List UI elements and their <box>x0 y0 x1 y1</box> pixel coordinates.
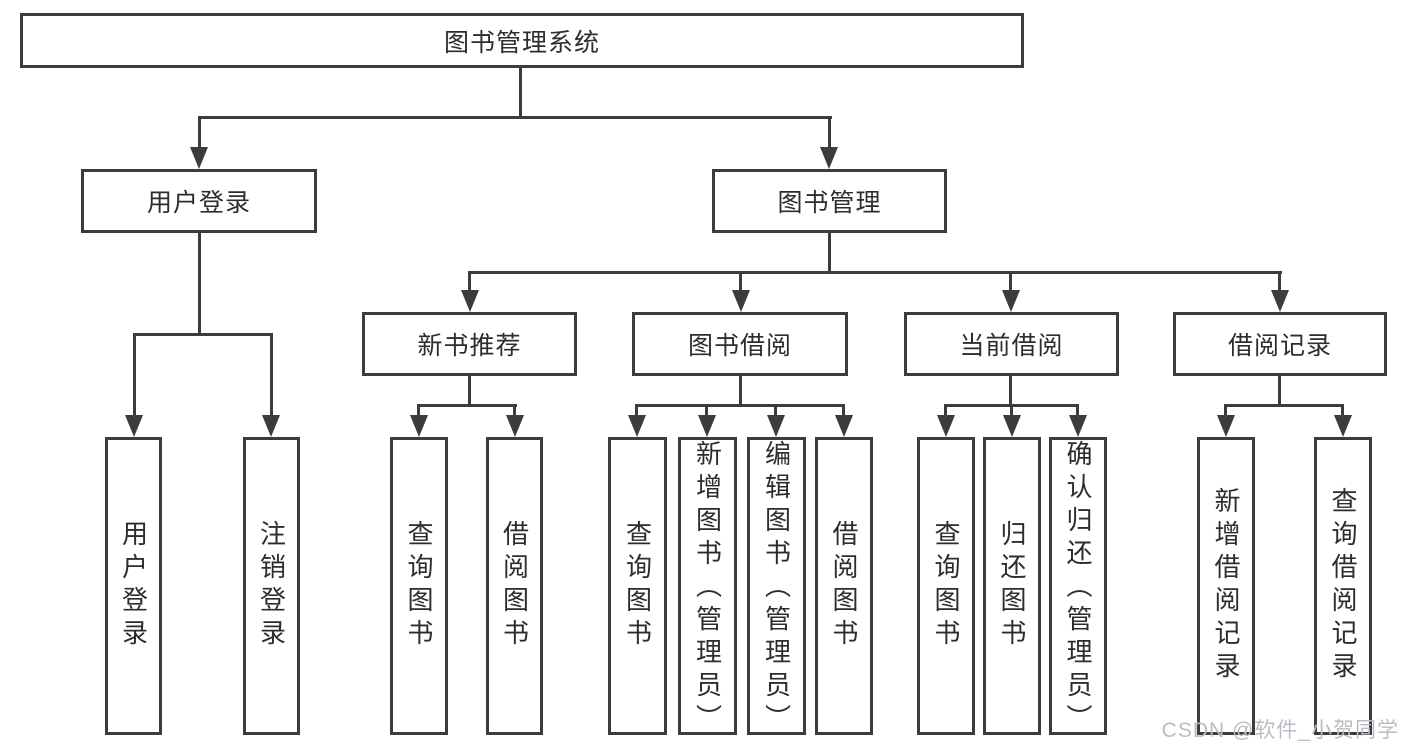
connector-line <box>635 404 638 417</box>
connector-line <box>133 333 273 336</box>
connector-line <box>635 404 845 407</box>
arrow-down-icon <box>1069 415 1087 437</box>
leaf-add-books-admin: 新增图书（管理员） <box>678 437 737 737</box>
connector-line <box>468 376 471 406</box>
connector-line <box>1009 376 1012 406</box>
leaf-query-borrow-record: 查询借阅记录 <box>1314 437 1372 735</box>
leaf-borrow-books-recommend: 借阅图书 <box>486 437 543 735</box>
node-book-borrowing: 图书借阅 <box>632 312 848 376</box>
connector-line <box>468 271 471 292</box>
connector-line <box>519 68 522 118</box>
connector-line <box>828 233 831 273</box>
leaf-logout: 注销登录 <box>243 437 300 735</box>
connector-line <box>842 404 845 417</box>
watermark-text: CSDN @软件_小贺同学 <box>1161 719 1399 742</box>
leaf-confirm-return-admin: 确认归还（管理员） <box>1049 437 1107 737</box>
arrow-down-icon <box>835 415 853 437</box>
connector-line <box>417 404 420 417</box>
arrow-down-icon <box>767 415 785 437</box>
arrow-down-icon <box>820 147 838 169</box>
connector-line <box>270 333 273 417</box>
node-current-borrowing: 当前借阅 <box>904 312 1119 376</box>
leaf-query-books-borrow: 查询图书 <box>608 437 667 735</box>
arrow-down-icon <box>698 415 716 437</box>
arrow-down-icon <box>1002 290 1020 312</box>
connector-line <box>198 116 201 149</box>
node-new-book-recommend: 新书推荐 <box>362 312 577 376</box>
arrow-down-icon <box>506 415 524 437</box>
connector-line <box>1278 376 1281 406</box>
arrow-down-icon <box>937 415 955 437</box>
connector-line <box>828 116 831 149</box>
connector-line <box>1224 404 1227 417</box>
arrow-down-icon <box>262 415 280 437</box>
arrow-down-icon <box>1334 415 1352 437</box>
arrow-down-icon <box>461 290 479 312</box>
leaf-query-books-recommend: 查询图书 <box>390 437 448 735</box>
connector-line <box>774 404 777 417</box>
arrow-down-icon <box>1217 415 1235 437</box>
arrow-down-icon <box>628 415 646 437</box>
connector-line <box>1010 404 1013 417</box>
leaf-add-borrow-record: 新增借阅记录 <box>1197 437 1255 735</box>
leaf-query-books-current: 查询图书 <box>917 437 975 735</box>
connector-line <box>1009 271 1012 292</box>
connector-line <box>739 376 742 406</box>
connector-line <box>198 116 832 119</box>
connector-line <box>739 271 742 292</box>
leaf-return-books: 归还图书 <box>983 437 1041 735</box>
arrow-down-icon <box>410 415 428 437</box>
node-root: 图书管理系统 <box>20 13 1024 68</box>
arrow-down-icon <box>190 147 208 169</box>
arrow-down-icon <box>1003 415 1021 437</box>
leaf-edit-books-admin: 编辑图书（管理员） <box>747 437 806 737</box>
connector-line <box>1278 271 1281 292</box>
connector-line <box>944 404 947 417</box>
leaf-user-login: 用户登录 <box>105 437 162 735</box>
node-user-login: 用户登录 <box>81 169 317 233</box>
connector-line <box>1341 404 1344 417</box>
connector-line <box>1076 404 1079 417</box>
connector-line <box>1224 404 1344 407</box>
leaf-borrow-books: 借阅图书 <box>815 437 873 735</box>
arrow-down-icon <box>1271 290 1289 312</box>
connector-line <box>705 404 708 417</box>
node-book-management: 图书管理 <box>712 169 947 233</box>
arrow-down-icon <box>125 415 143 437</box>
connector-line <box>513 404 516 417</box>
connector-line <box>198 233 201 335</box>
connector-line <box>468 271 1282 274</box>
connector-line <box>133 333 136 417</box>
connector-line <box>417 404 517 407</box>
arrow-down-icon <box>732 290 750 312</box>
node-borrowing-records: 借阅记录 <box>1173 312 1387 376</box>
